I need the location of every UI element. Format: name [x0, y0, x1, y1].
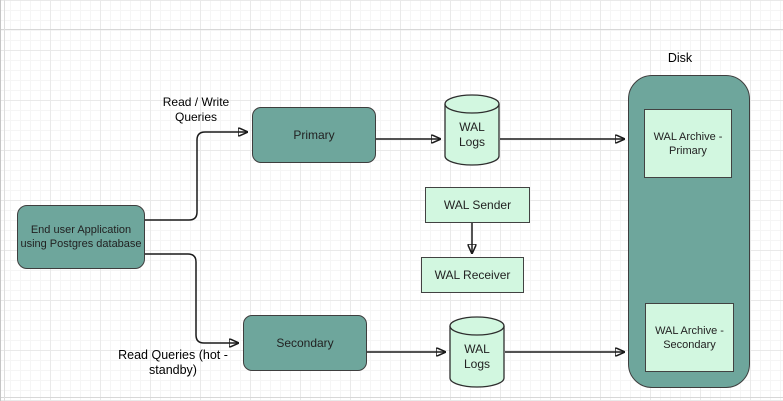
wal-logs-top-cylinder[interactable]: WAL Logs — [444, 94, 500, 166]
page-boundary-bottom — [0, 397, 783, 398]
wal-archive-secondary-node[interactable]: WAL Archive - Secondary — [645, 303, 734, 372]
wal-archive-primary-node[interactable]: WAL Archive - Primary — [644, 109, 732, 178]
disk-label[interactable]: Disk — [667, 51, 693, 65]
primary-node[interactable]: Primary — [252, 107, 376, 163]
disk-container[interactable]: WAL Archive - Primary WAL Archive - Seco… — [628, 75, 750, 388]
primary-label: Primary — [293, 128, 335, 142]
wal-sender-node[interactable]: WAL Sender — [425, 187, 530, 223]
cylinder-icon — [444, 94, 500, 166]
wal-logs-bottom-cylinder[interactable]: WAL Logs — [449, 316, 505, 388]
wal-archive-primary-label: WAL Archive - Primary — [653, 130, 723, 157]
read-write-queries-label[interactable]: Read / Write Queries — [162, 95, 230, 124]
wal-receiver-node[interactable]: WAL Receiver — [421, 257, 524, 293]
wal-archive-secondary-label: WAL Archive - Secondary — [655, 324, 724, 351]
canvas-edge-line-1 — [0, 0, 1, 401]
read-queries-hot-standby-label[interactable]: Read Queries (hot - standby) — [118, 348, 228, 377]
wal-receiver-label: WAL Receiver — [434, 268, 511, 282]
end-user-application-node[interactable]: End user Application using Postgres data… — [17, 205, 145, 269]
secondary-node[interactable]: Secondary — [243, 315, 367, 371]
canvas-edge-line-2 — [4, 0, 5, 401]
arrow-app-to-primary[interactable] — [145, 132, 247, 221]
end-user-application-label: End user Application using Postgres data… — [20, 224, 142, 250]
arrow-app-to-secondary[interactable] — [145, 253, 238, 343]
wal-sender-label: WAL Sender — [443, 198, 512, 212]
wal-logs-top-label: WAL Logs — [458, 120, 486, 149]
secondary-label: Secondary — [276, 336, 334, 350]
page-boundary-top — [0, 29, 783, 30]
wal-logs-bottom-label: WAL Logs — [463, 342, 491, 371]
cylinder-icon — [449, 316, 505, 388]
